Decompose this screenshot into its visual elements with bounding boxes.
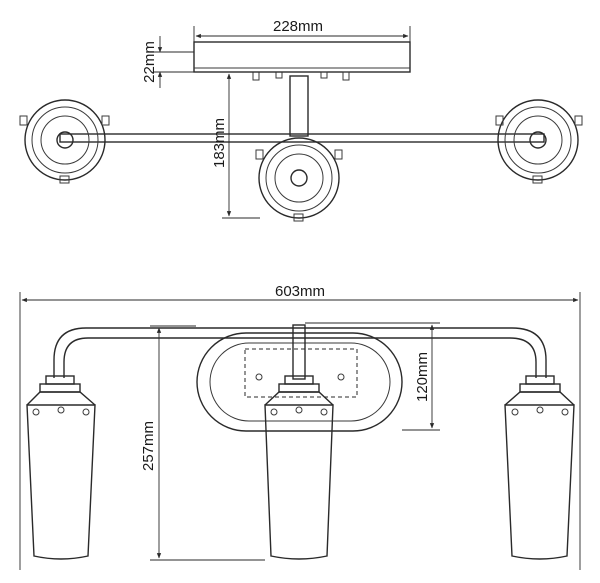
top-mounting-plate — [193, 41, 411, 73]
top-view: 228mm 22mm 183mm — [19, 18, 583, 222]
top-center-shade — [255, 137, 343, 222]
front-center-glass-shade — [264, 404, 334, 560]
front-left-glass-shade — [26, 404, 96, 560]
dimension-backplate-height: 120mm — [414, 352, 431, 402]
front-left-lamp — [26, 375, 96, 560]
top-left-shade — [19, 99, 110, 184]
front-center-lamp — [264, 375, 334, 560]
dimension-top-width: 228mm — [273, 18, 323, 35]
dimension-front-width: 603mm — [275, 283, 325, 300]
front-right-glass-shade — [504, 404, 575, 560]
dimension-top-projection: 183mm — [211, 118, 228, 168]
front-backplate — [196, 332, 403, 432]
top-right-shade — [495, 99, 583, 184]
top-arm — [59, 133, 545, 143]
front-arm — [53, 327, 547, 378]
front-mounting-plate — [244, 348, 358, 398]
front-view: 603mm — [19, 283, 581, 570]
dimension-top-depth: 22mm — [141, 41, 158, 83]
top-stem — [289, 75, 309, 137]
front-right-lamp — [504, 375, 575, 560]
dimension-front-height: 257mm — [140, 421, 157, 471]
